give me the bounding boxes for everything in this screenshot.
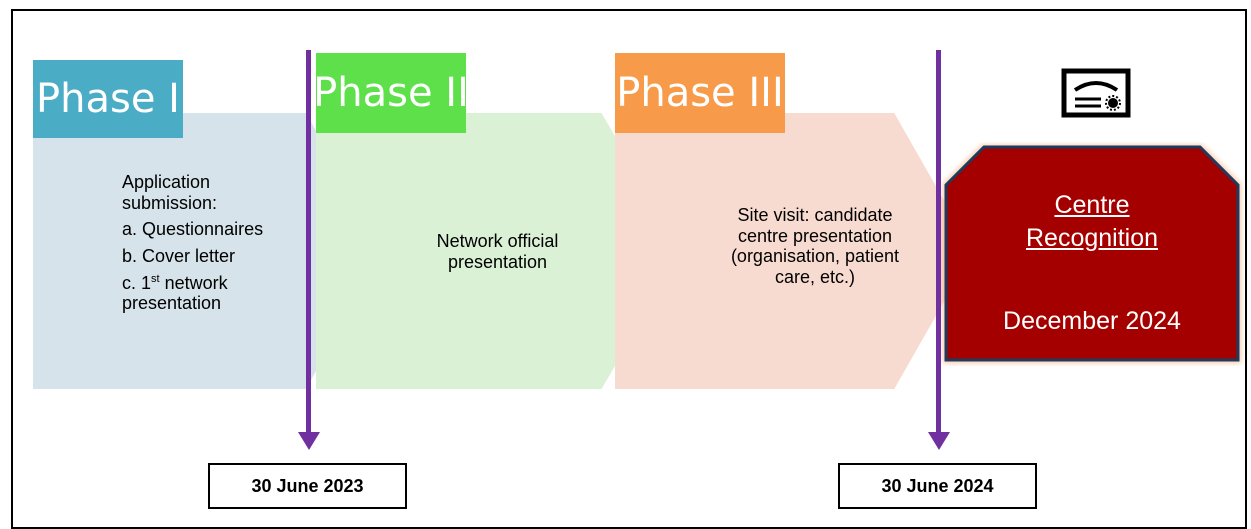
phase-1-description: Application submission: a. Questionnaire… <box>122 172 312 314</box>
title-line-1: Centre <box>1054 191 1130 219</box>
arrow-down-icon <box>928 432 950 450</box>
phase-3-line: care, etc.) <box>774 267 856 288</box>
phase-3-chevron <box>615 113 973 389</box>
phase-1-line: submission: <box>122 192 218 213</box>
centre-recognition-box: Centre Recognition December 2024 <box>940 142 1244 366</box>
phase-1-label: Phase I <box>33 60 183 138</box>
milestone-line-2023 <box>306 50 311 435</box>
centre-recognition-title: Centre Recognition <box>940 189 1244 254</box>
phase-1-item-cover-letter: b. Cover letter <box>122 246 236 267</box>
octagon-shape <box>943 145 1241 363</box>
title-line-2: Recognition <box>1025 223 1159 252</box>
recognition-date: December 2024 <box>1003 307 1181 335</box>
phase-1-line: presentation <box>122 293 222 314</box>
phase-2-line: presentation <box>447 251 548 272</box>
arrow-down-icon <box>298 432 320 450</box>
phase-3-label: Phase III <box>615 53 785 133</box>
phase-1-item-questionnaires: a. Questionnaires <box>122 219 264 240</box>
phase-1-line: Application <box>122 172 211 192</box>
milestone-date-2023: 30 June 2023 <box>208 463 407 509</box>
phase-2-label: Phase II <box>313 53 469 133</box>
phase-1-item-prefix: c. 1 <box>122 272 152 293</box>
phase-3-description: Site visit: candidate centre presentatio… <box>700 205 930 288</box>
phase-2-line: Network official <box>436 231 559 251</box>
phase-2-description: Network official presentation <box>410 231 585 272</box>
phase-3-line: (organisation, patient <box>730 246 900 267</box>
certificate-icon <box>1061 68 1131 118</box>
milestone-line-2024 <box>936 50 941 435</box>
phase-1-item-word: network <box>164 272 228 293</box>
ordinal-suffix: st <box>151 272 160 285</box>
milestone-date-2024: 30 June 2024 <box>838 463 1037 509</box>
phase-3-line: centre presentation <box>737 225 893 246</box>
phase-3-line: Site visit: candidate <box>737 205 893 225</box>
phase-1-item-network-presentation: c. 1st network <box>122 273 312 294</box>
